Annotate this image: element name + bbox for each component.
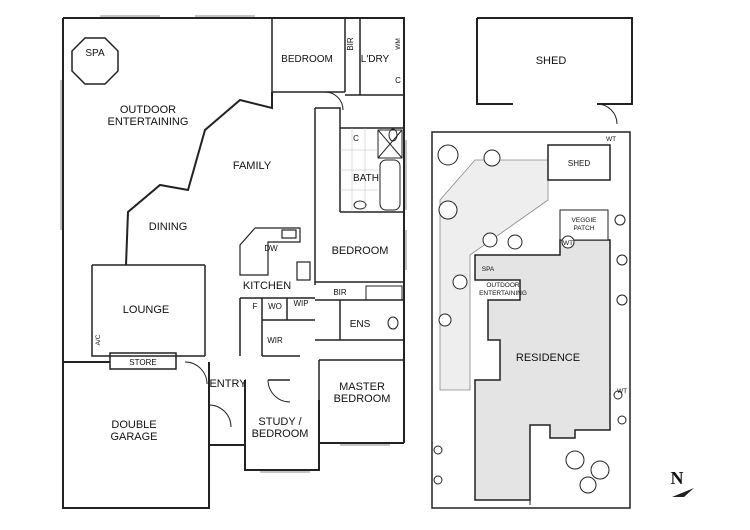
- label-store: STORE: [129, 358, 156, 367]
- windows: [60, 15, 407, 473]
- kitchen-island: [239, 227, 311, 281]
- bath-fixtures: [353, 128, 403, 330]
- door-garage: [184, 361, 208, 385]
- site-plan: [431, 131, 631, 509]
- family-angled-wall: [125, 92, 273, 266]
- site-label-veggie-1: VEGGIE: [572, 217, 598, 224]
- door-study: [267, 379, 291, 403]
- angled-wall: [125, 92, 273, 266]
- label-wir: WIR: [267, 336, 283, 345]
- shed-wall-left: [476, 18, 513, 105]
- label-family: FAMILY: [233, 160, 272, 172]
- label-garage-2: GARAGE: [110, 431, 157, 443]
- shed-door: [596, 103, 618, 125]
- site-veggie: [559, 209, 609, 241]
- compass-arrow: [672, 488, 694, 497]
- shed-wall: [477, 17, 633, 105]
- outer-wall-top: [63, 17, 405, 212]
- label-wo: WO: [268, 302, 282, 311]
- siteplan-labels: SHED WT VEGGIE PATCH WT SPA OUTDOOR ENTE…: [479, 136, 627, 395]
- label-outdoor-2: ENTERTAINING: [108, 116, 189, 128]
- label-wip: WIP: [293, 299, 308, 308]
- label-wm: WM: [395, 38, 402, 50]
- wall-family-dining: [91, 265, 205, 357]
- floorplan-labels: SPA OUTDOOR ENTERTAINING BEDROOM BIR L'D…: [85, 37, 402, 443]
- label-dw: DW: [264, 244, 278, 253]
- basin-bath: [353, 200, 367, 210]
- label-bir-mid: BIR: [333, 288, 347, 297]
- site-label-veggie-2: PATCH: [573, 225, 594, 232]
- label-study-1: STUDY /: [258, 416, 302, 428]
- label-ac: A/C: [95, 334, 102, 345]
- site-label-wt-mid: WT: [563, 240, 573, 247]
- entry-wall: [208, 400, 245, 446]
- site-label-residence: RESIDENCE: [516, 352, 580, 364]
- ens-shower: [365, 285, 403, 301]
- site-label-spa: SPA: [482, 266, 495, 273]
- label-study-2: BEDROOM: [252, 428, 309, 440]
- label-c-bath: C: [353, 134, 359, 143]
- label-master-2: BEDROOM: [334, 393, 391, 405]
- label-kitchen: KITCHEN: [243, 280, 291, 292]
- doors: [184, 91, 344, 428]
- site-trees: [433, 144, 628, 494]
- label-bedroom-top: BEDROOM: [281, 54, 333, 65]
- site-label-outdoor-2: ENTERTAINING: [479, 290, 527, 297]
- shower: [377, 129, 403, 159]
- label-spa: SPA: [85, 48, 105, 59]
- label-c-laundry: C: [395, 76, 401, 85]
- label-entry: ENTRY: [209, 378, 247, 390]
- ens-basin: [387, 316, 399, 330]
- label-bir-top: BIR: [346, 37, 355, 51]
- floor-plan: [62, 17, 405, 509]
- label-shed-plan: SHED: [536, 55, 567, 67]
- label-master-1: MASTER: [339, 381, 385, 393]
- bathtub: [379, 159, 401, 211]
- shed-building: [476, 17, 633, 125]
- door-entry: [208, 404, 232, 428]
- compass: [672, 488, 694, 497]
- site-label-outdoor-1: OUTDOOR: [486, 282, 520, 289]
- label-f: F: [253, 302, 258, 311]
- label-laundry: L'DRY: [361, 54, 390, 65]
- label-outdoor-1: OUTDOOR: [120, 104, 176, 116]
- outer-wall-left: [62, 18, 110, 363]
- sink: [281, 229, 297, 239]
- wall-hall: [315, 107, 341, 212]
- shed-labels: SHED: [536, 55, 567, 67]
- bath-tiles: [340, 128, 378, 212]
- spa-octagon: [71, 37, 119, 85]
- label-lounge: LOUNGE: [123, 304, 169, 316]
- stove: [296, 261, 311, 281]
- door-bedroom-top: [324, 91, 344, 111]
- site-shed: [547, 144, 611, 181]
- site-label-shed: SHED: [568, 159, 590, 168]
- label-dining: DINING: [149, 221, 188, 233]
- label-ens: ENS: [350, 319, 371, 330]
- label-bath: BATH: [353, 173, 379, 184]
- label-bedroom-mid: BEDROOM: [332, 245, 389, 257]
- island-bench: [239, 227, 301, 276]
- shower-x2: [377, 129, 403, 159]
- site-label-wt-top: WT: [606, 136, 616, 143]
- site-label-wt-right: WT: [617, 388, 627, 395]
- compass-label: N: [671, 468, 684, 488]
- label-garage-1: DOUBLE: [111, 419, 156, 431]
- store-wall: [109, 352, 177, 370]
- toilet-bath: [388, 128, 398, 142]
